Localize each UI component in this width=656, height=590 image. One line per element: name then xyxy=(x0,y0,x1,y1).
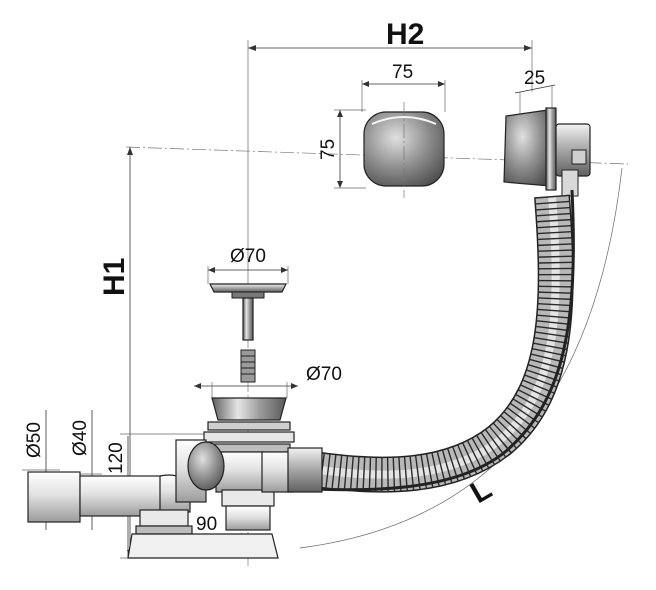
cap-height-label: 75 xyxy=(318,139,339,160)
h1-label: H1 xyxy=(98,258,131,296)
drain-body xyxy=(203,397,295,493)
drain-diameter-label: Ø70 xyxy=(306,364,342,385)
corrugated-hose xyxy=(291,189,575,493)
overflow-head-side xyxy=(503,107,591,197)
overflow-depth-label: 25 xyxy=(524,68,545,89)
plug-diameter-label: Ø70 xyxy=(230,246,266,267)
outlet-outer-diameter-label: Ø50 xyxy=(24,422,45,458)
cap-width-label: 75 xyxy=(392,62,413,83)
overflow-cap-front xyxy=(363,102,445,198)
hose-length-label: L xyxy=(465,472,497,510)
dimension-labels: H2 75 75 25 H1 Ø70 Ø70 Ø50 Ø40 120 90 L xyxy=(24,18,545,535)
outlet-inner-diameter-label: Ø40 xyxy=(70,420,91,456)
popup-plug xyxy=(209,283,287,383)
trap-height-label: 120 xyxy=(106,442,127,474)
h2-label: H2 xyxy=(386,18,424,51)
trap-offset-label: 90 xyxy=(196,514,217,535)
trap-siphon xyxy=(27,439,323,559)
